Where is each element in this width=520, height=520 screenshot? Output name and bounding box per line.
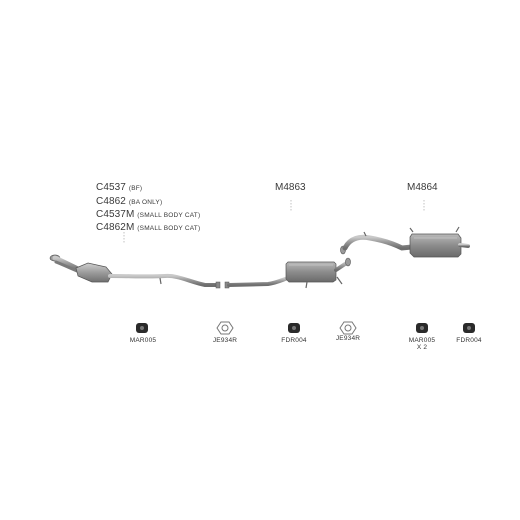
front-pipe-catalyst (49, 254, 221, 289)
rear-silencer (409, 233, 462, 258)
front-part-line-4: C4862M (SMALL BODY CAT) (96, 222, 201, 233)
fitting-je934r-gasket-icon (216, 321, 234, 335)
rear-section-code: M4864 (407, 182, 438, 193)
front-part-line-2: C4862 (BA ONLY) (96, 196, 163, 207)
fitting-mar005-2-icon (416, 323, 428, 333)
fitting-qty-5: X 2 (416, 344, 428, 351)
fitting-mar005-icon (136, 323, 148, 333)
fitting-fdr004-icon (288, 323, 300, 333)
center-pipe-silencer (224, 257, 351, 289)
center-section-code: M4863 (275, 182, 306, 193)
fitting-fdr004-2-icon (463, 323, 475, 333)
fitting-code-4: JE934R (335, 335, 361, 342)
fitting-code-1: MAR005 (129, 337, 157, 344)
catalytic-converter (75, 262, 113, 283)
front-part-line-3: C4537M (SMALL BODY CAT) (96, 209, 201, 220)
front-part-line-1: C4537 (BF) (96, 182, 143, 193)
fitting-code-5: MAR005 (408, 337, 436, 344)
leader-lines (123, 200, 425, 244)
fitting-code-2: JE934R (212, 337, 238, 344)
center-silencer (285, 261, 337, 283)
fitting-code-3: FDR004 (281, 337, 307, 344)
fitting-je934r-gasket-2-icon (339, 321, 357, 335)
rear-pipe-silencer (340, 226, 470, 258)
fitting-code-6: FDR004 (456, 337, 482, 344)
